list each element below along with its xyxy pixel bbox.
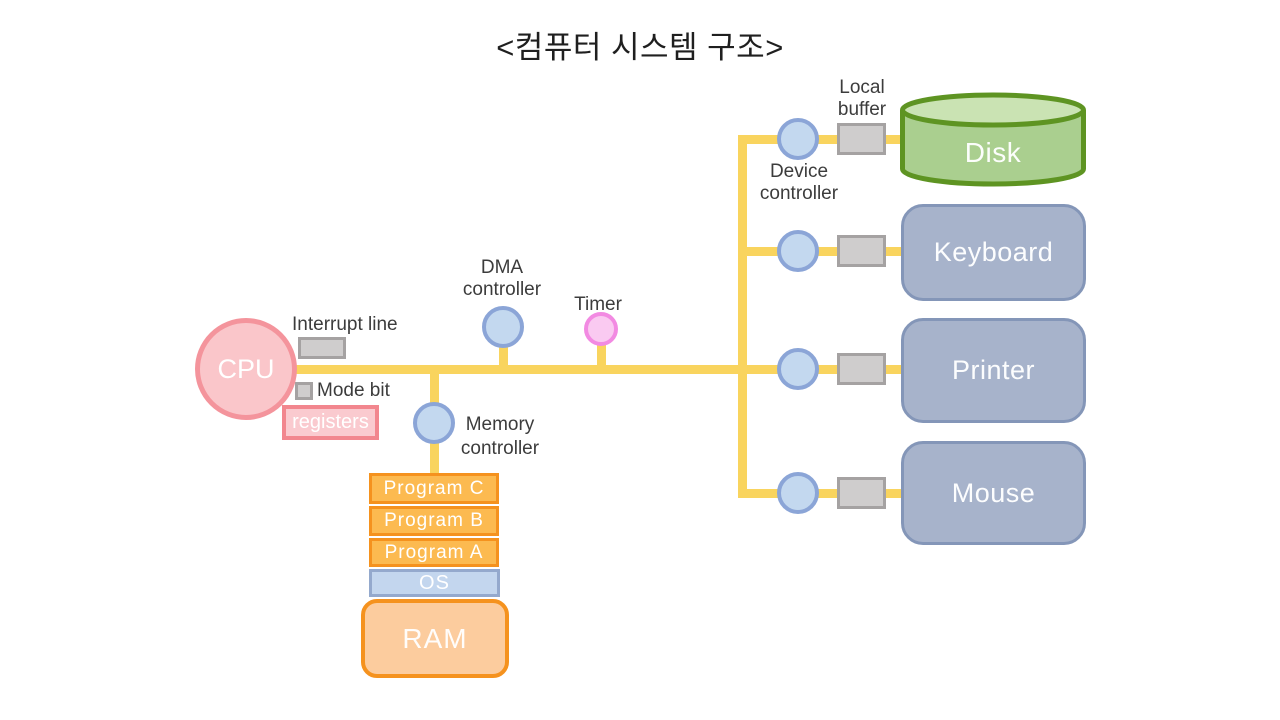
- mouse-bus-stub: [742, 489, 901, 498]
- registers-box: registers: [282, 405, 379, 440]
- local-buffer-label: Local buffer: [837, 77, 887, 120]
- program-c-box: Program C: [369, 473, 499, 504]
- registers-label: registers: [292, 411, 369, 433]
- device-controller-circle-printer: [777, 348, 819, 390]
- interrupt-line-rect: [298, 337, 346, 359]
- local-buffer-rect-disk: [837, 123, 886, 155]
- device-bus-vertical: [738, 135, 747, 498]
- device-keyboard: Keyboard: [901, 204, 1086, 301]
- device-disk: Disk: [899, 92, 1087, 188]
- dma-controller-circle: [482, 306, 524, 348]
- memory-controller-label: Memory controller: [460, 414, 540, 459]
- disk-bus-stub: [742, 135, 901, 144]
- mode-bit-square: [295, 382, 313, 400]
- timer-label: Timer: [574, 294, 622, 315]
- mode-bit-label: Mode bit: [317, 380, 390, 401]
- system-bus-horizontal: [248, 365, 901, 374]
- device-controller-circle-disk: [777, 118, 819, 160]
- interrupt-line-label: Interrupt line: [292, 314, 398, 335]
- dma-bus-stem: [499, 344, 508, 366]
- timer-bus-stem: [597, 342, 606, 366]
- diagram-title: <컴퓨터 시스템 구조>: [496, 30, 784, 65]
- os-box: OS: [369, 569, 500, 597]
- dma-controller-label: DMA controller: [462, 257, 542, 300]
- program-b-box: Program B: [369, 506, 499, 536]
- ram-box: RAM: [361, 599, 509, 678]
- local-buffer-rect-mouse: [837, 477, 886, 509]
- device-controller-circle-mouse: [777, 472, 819, 514]
- timer-circle: [584, 312, 618, 346]
- device-controller-circle-keyboard: [777, 230, 819, 272]
- cpu-node: CPU: [195, 318, 297, 420]
- disk-cylinder-shape: [900, 92, 1086, 187]
- program-a-box: Program A: [369, 538, 499, 567]
- device-printer: Printer: [901, 318, 1086, 423]
- device-mouse: Mouse: [901, 441, 1086, 545]
- local-buffer-rect-keyboard: [837, 235, 886, 267]
- device-controller-label: Device controller: [759, 161, 839, 204]
- cpu-label: CPU: [217, 353, 275, 384]
- disk-label: Disk: [964, 137, 1022, 168]
- local-buffer-rect-printer: [837, 353, 886, 385]
- memory-controller-circle: [413, 402, 455, 444]
- keyboard-bus-stub: [742, 247, 901, 256]
